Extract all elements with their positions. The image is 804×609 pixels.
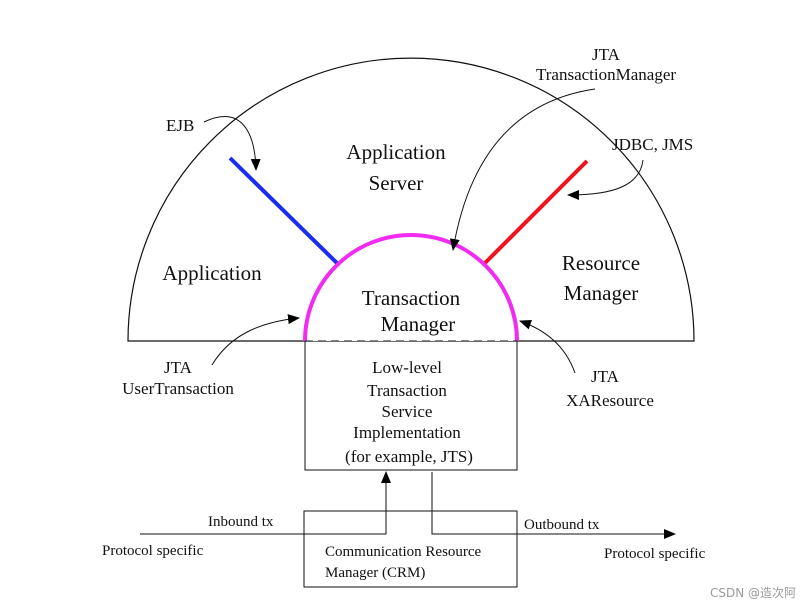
transaction-manager-arc [303,233,519,342]
ejb-boundary-line [228,156,344,270]
resource-manager-label-2: Manager [564,281,639,305]
protocol-right-label: Protocol specific [604,546,706,562]
jta-tm-label-1: JTA [592,45,621,64]
jta-ut-label-2: UserTransaction [122,379,234,398]
jdbc-arrow [567,159,644,200]
inbound-flow-line [140,471,391,535]
app-server-label-1: Application [346,140,446,164]
application-server-semicircle [127,57,695,342]
crm-line: Manager (CRM) [325,565,425,581]
protocol-left-label: Protocol specific [102,543,204,559]
low-level-service-box [304,341,518,471]
crm-box [303,510,518,588]
jta-xa-arrow [519,320,576,374]
jta-tm-arrow [449,88,596,251]
ejb-label: EJB [166,116,194,135]
jta-ut-arrow [211,314,300,366]
crm-line: Communication Resource [325,544,482,560]
watermark: CSDN @造次阿 [710,586,796,600]
low-level-line: Transaction [367,381,447,400]
inbound-label: Inbound tx [208,514,274,530]
app-server-label-2: Server [369,171,424,195]
tm-label-2: Manager [381,312,456,336]
outbound-flow-line [431,472,676,539]
jta-tm-label-2: TransactionManager [536,65,676,84]
low-level-line: (for example, JTS) [345,447,473,466]
resource-manager-label-1: Resource [562,251,640,275]
application-label: Application [162,261,262,285]
low-level-line: Service [382,402,433,421]
jdbc-boundary-line [478,159,589,270]
jdbc-jms-label: JDBC, JMS [612,135,693,154]
jta-xa-label-1: JTA [591,367,620,386]
ejb-arrow [203,116,261,171]
tm-label-1: Transaction [362,286,461,310]
low-level-line: Implementation [353,423,461,442]
jta-xa-label-2: XAResource [566,391,654,410]
low-level-line: Low-level [372,358,442,377]
outbound-label: Outbound tx [524,517,600,533]
jta-ut-label-1: JTA [164,358,193,377]
